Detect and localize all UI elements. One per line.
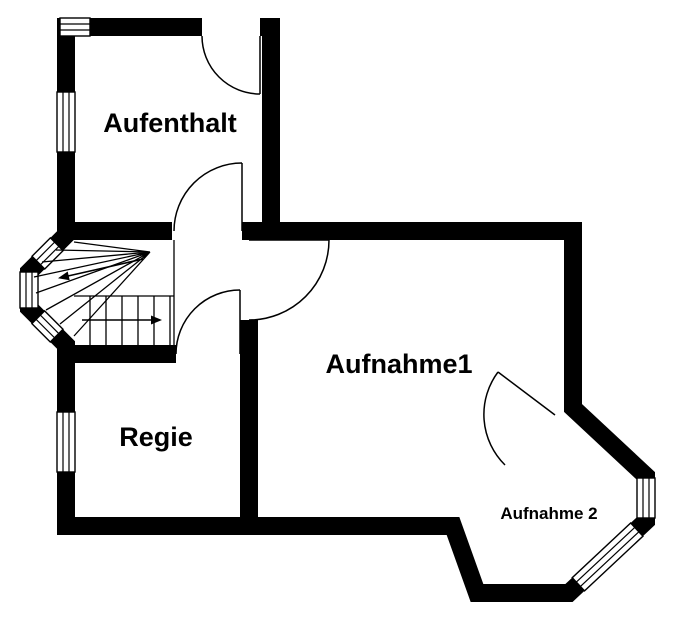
- stairs-arrow-right: [82, 315, 162, 325]
- room-label-aufnahme1: Aufnahme1: [325, 349, 472, 379]
- window-stair-bay-left: [19, 271, 39, 309]
- room-label-aufenthalt: Aufenthalt: [103, 108, 236, 138]
- door-aufenthalt-entry: [201, 35, 261, 95]
- interior-walls: [57, 222, 271, 526]
- window-left-regie: [56, 411, 76, 473]
- window-left-aufenthalt: [56, 91, 76, 153]
- room-label-aufnahme2: Aufnahme 2: [500, 504, 597, 523]
- window-stair-bay-lower-diagonal: [30, 309, 64, 343]
- door-aufnahme1-aufnahme2: [483, 371, 556, 466]
- stair-winder-treads: [33, 241, 151, 337]
- door-hall-regie: [175, 289, 241, 355]
- door-aufenthalt-hall: [173, 162, 243, 232]
- door-opening-top-wall: [202, 18, 260, 36]
- staircase: [33, 240, 175, 345]
- door-hall-aufnahme1: [248, 239, 330, 321]
- window-top: [59, 17, 91, 37]
- stair-edges: [74, 240, 175, 345]
- stairs-arrow-left: [58, 258, 144, 281]
- room-label-regie: Regie: [119, 422, 193, 452]
- window-aufnahme2-right: [636, 477, 656, 519]
- window-aufnahme2-diagonal: [571, 522, 644, 592]
